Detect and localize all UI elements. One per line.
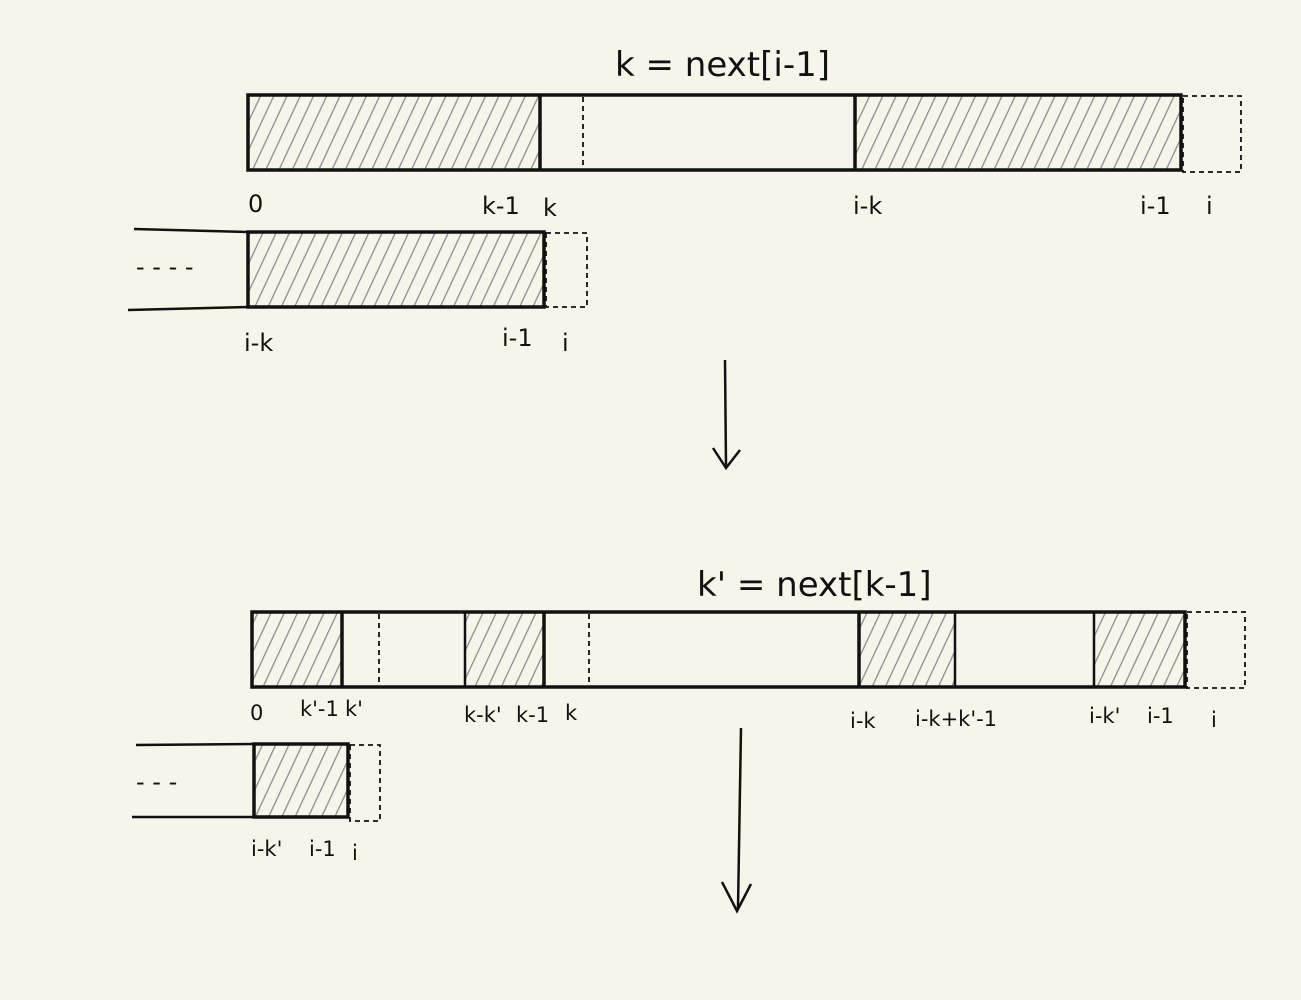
step1-title: k = next[i-1] xyxy=(615,45,830,85)
open-edge-top xyxy=(135,742,255,747)
hatched-suffix xyxy=(254,744,348,817)
label-i-1: i-1 xyxy=(502,324,533,352)
step1-top-string xyxy=(246,93,1242,173)
string-box xyxy=(246,93,1183,172)
label-i: i xyxy=(1206,192,1213,220)
label-i: i xyxy=(1211,708,1217,732)
extension-box-i xyxy=(349,744,381,822)
step2-title: k' = next[k-1] xyxy=(697,565,932,605)
open-edge-top xyxy=(133,227,249,234)
label-0: 0 xyxy=(250,701,263,725)
extension-box-i xyxy=(545,232,588,308)
hatched-suffix xyxy=(855,95,1181,170)
step2-bottom-string: - - - xyxy=(132,742,381,822)
step2-top-labels: 0 k'-1 k' k-k' k-1 k i-k i-k+k'-1 i-k' i… xyxy=(250,697,1217,733)
step2-top-string xyxy=(250,610,1246,689)
label-k-1: k-1 xyxy=(482,192,520,220)
step1-bottom-labels: i-k i-1 i xyxy=(244,324,569,357)
label-k-kp: k-k' xyxy=(464,703,502,727)
string-box xyxy=(246,230,546,309)
label-i-k: i-k xyxy=(853,192,882,220)
down-arrow-1 xyxy=(711,359,741,471)
hatched-block xyxy=(1094,612,1185,687)
label-i: i xyxy=(562,329,569,357)
label-kp-1: k'-1 xyxy=(300,697,339,721)
down-arrow-2 xyxy=(720,727,753,914)
string-box xyxy=(250,610,1187,689)
hatched-block xyxy=(859,612,955,687)
extension-box-i xyxy=(1182,95,1242,173)
label-k: k xyxy=(543,194,557,222)
continuation-dots: - - - - xyxy=(136,253,194,281)
label-k-1: k-1 xyxy=(516,703,549,727)
label-i-kp: i-k' xyxy=(1089,704,1120,728)
continuation-dots: - - - xyxy=(136,768,177,796)
label-kp: k' xyxy=(345,697,363,721)
string-box xyxy=(252,742,350,819)
label-i-1: i-1 xyxy=(309,837,336,861)
hatched-prefix xyxy=(248,95,540,170)
hatched-block xyxy=(252,612,342,687)
label-i-k: i-k xyxy=(850,709,876,733)
step1-top-labels: 0 k-1 k i-k i-1 i xyxy=(248,190,1213,222)
label-0: 0 xyxy=(248,190,263,218)
label-i-1: i-1 xyxy=(1140,192,1171,220)
label-i-k: i-k xyxy=(244,329,273,357)
open-edge-bottom xyxy=(127,305,249,312)
label-i-kp: i-k' xyxy=(251,837,282,861)
hatched-suffix xyxy=(248,232,544,307)
step1-bottom-string: - - - - xyxy=(127,227,588,312)
hatched-block xyxy=(465,612,544,687)
label-i: i xyxy=(352,841,358,865)
label-i-1: i-1 xyxy=(1147,704,1174,728)
step2-bottom-labels: i-k' i-1 i xyxy=(251,837,358,865)
label-k: k xyxy=(565,701,578,725)
label-i-k-kp-1: i-k+k'-1 xyxy=(915,707,997,731)
extension-box-i xyxy=(1186,611,1246,689)
